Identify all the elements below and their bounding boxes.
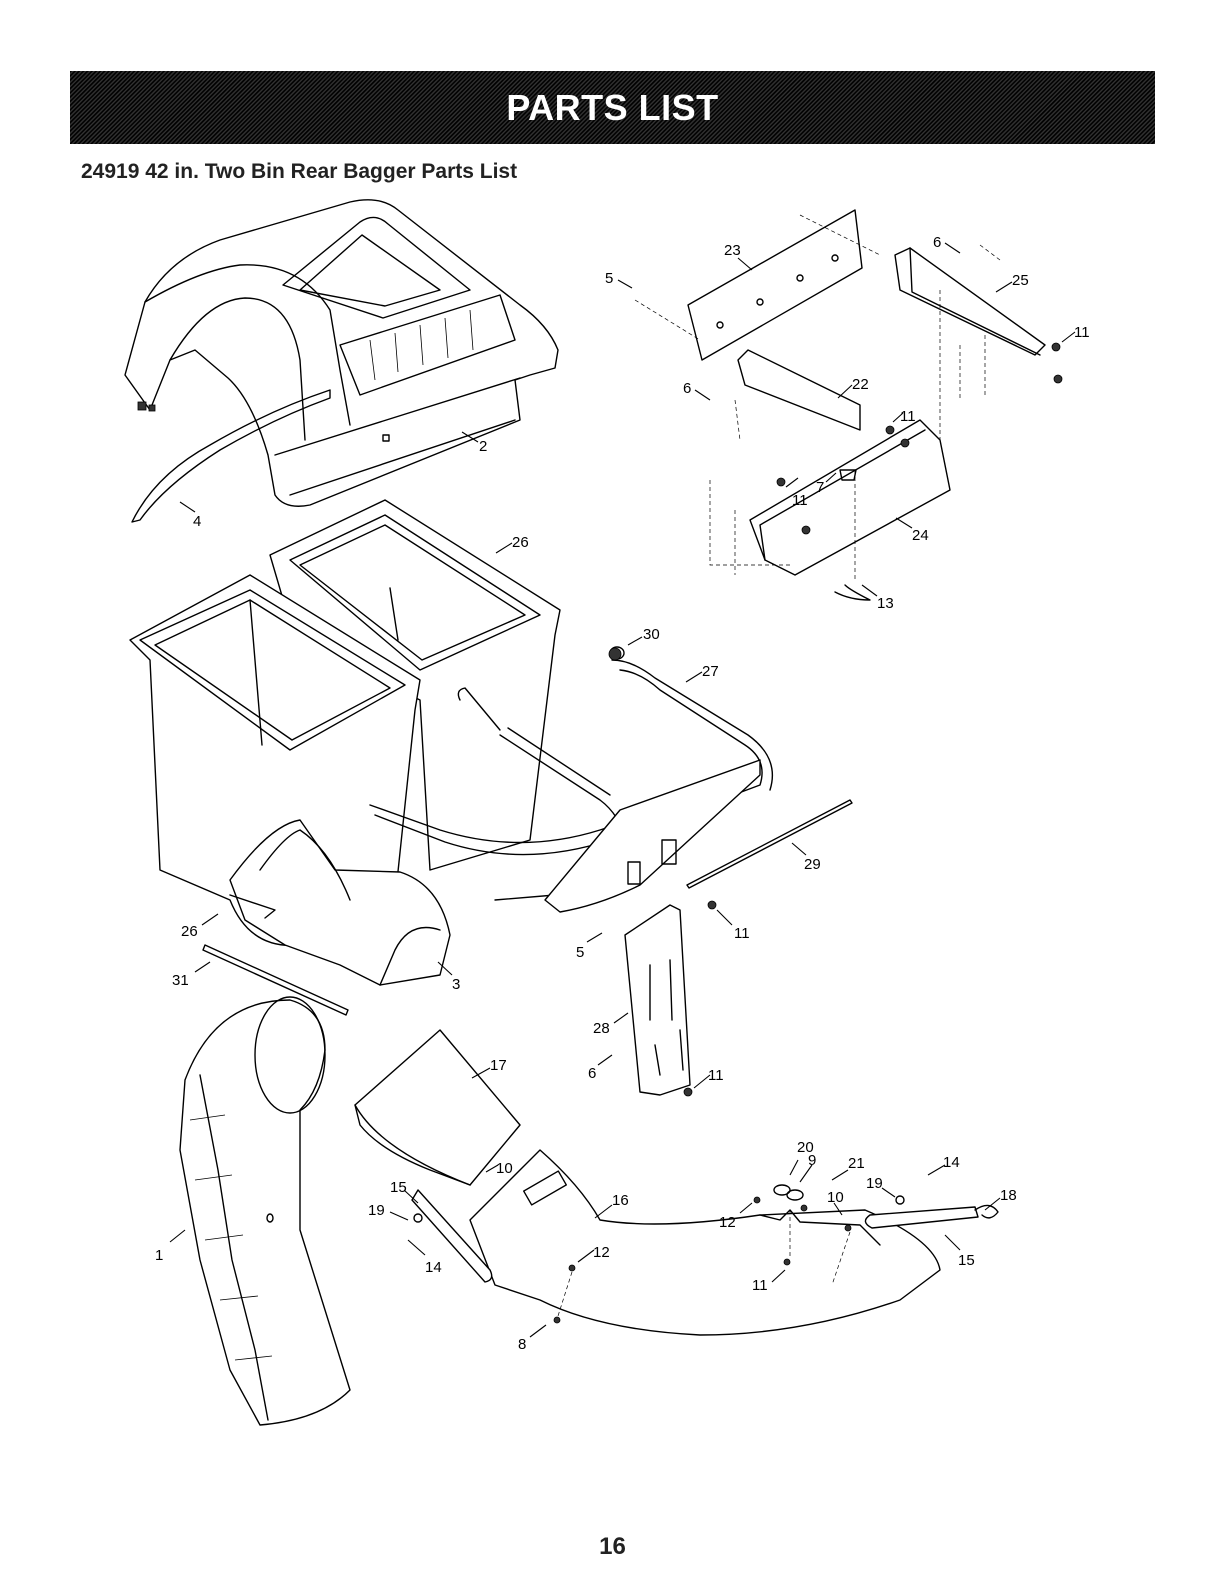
callout-29: 29 [804,856,821,873]
callout-15-left: 15 [390,1179,407,1196]
callout-10-right: 10 [827,1189,844,1206]
callout-5-lower: 5 [576,944,584,961]
callout-14-right: 14 [943,1154,960,1171]
callout-6-middle: 6 [683,380,691,397]
callout-11-c: 11 [792,492,808,509]
callout-8: 8 [518,1336,526,1353]
hitch-bracket-24 [750,420,950,575]
callout-7: 7 [816,479,824,496]
spring-18 [975,1205,998,1217]
callout-6-lower: 6 [588,1065,596,1082]
callout-31: 31 [172,972,189,989]
callout-20: 20 [797,1139,814,1156]
callout-11-f: 11 [752,1277,768,1294]
callout-12-left: 12 [593,1244,610,1261]
chute-tube [180,997,350,1425]
callout-6-upper: 6 [933,234,941,251]
callout-19-right: 19 [866,1175,883,1192]
callout-11-d: 11 [734,925,750,942]
callout-22: 22 [852,376,869,393]
callout-23: 23 [724,242,741,259]
callout-10-left: 10 [496,1160,513,1177]
callout-11-b: 11 [900,408,916,425]
callout-27: 27 [702,663,719,680]
hitch-plate-23 [688,210,862,360]
callout-26-lower: 26 [181,923,198,940]
callout-3: 3 [452,976,460,993]
latch-bar-right [865,1207,978,1228]
bagger-cover [125,200,558,506]
callout-24: 24 [912,527,929,544]
callout-11-a: 11 [1074,324,1090,341]
hitch-bracket-22 [738,350,860,430]
callout-12-right: 12 [719,1214,736,1231]
callout-16: 16 [612,1192,629,1209]
callout-30: 30 [643,626,660,643]
page-number: 16 [0,1533,1225,1561]
callout-19-left: 19 [368,1202,385,1219]
callout-11-e: 11 [708,1067,724,1084]
callout-26-upper: 26 [512,534,529,551]
frame-bracket [545,760,760,1095]
callout-4: 4 [193,513,201,530]
callout-21: 21 [848,1155,865,1172]
hitch-bracket-25 [895,248,1045,355]
callout-13: 13 [877,595,894,612]
callout-18: 18 [1000,1187,1017,1204]
callout-1: 1 [155,1247,163,1264]
callout-5-upper: 5 [605,270,613,287]
callout-14-left: 14 [425,1259,442,1276]
callout-28: 28 [593,1020,610,1037]
callout-25: 25 [1012,272,1029,289]
callout-17: 17 [490,1057,507,1074]
callout-15-right: 15 [958,1252,975,1269]
callout-2: 2 [479,438,487,455]
